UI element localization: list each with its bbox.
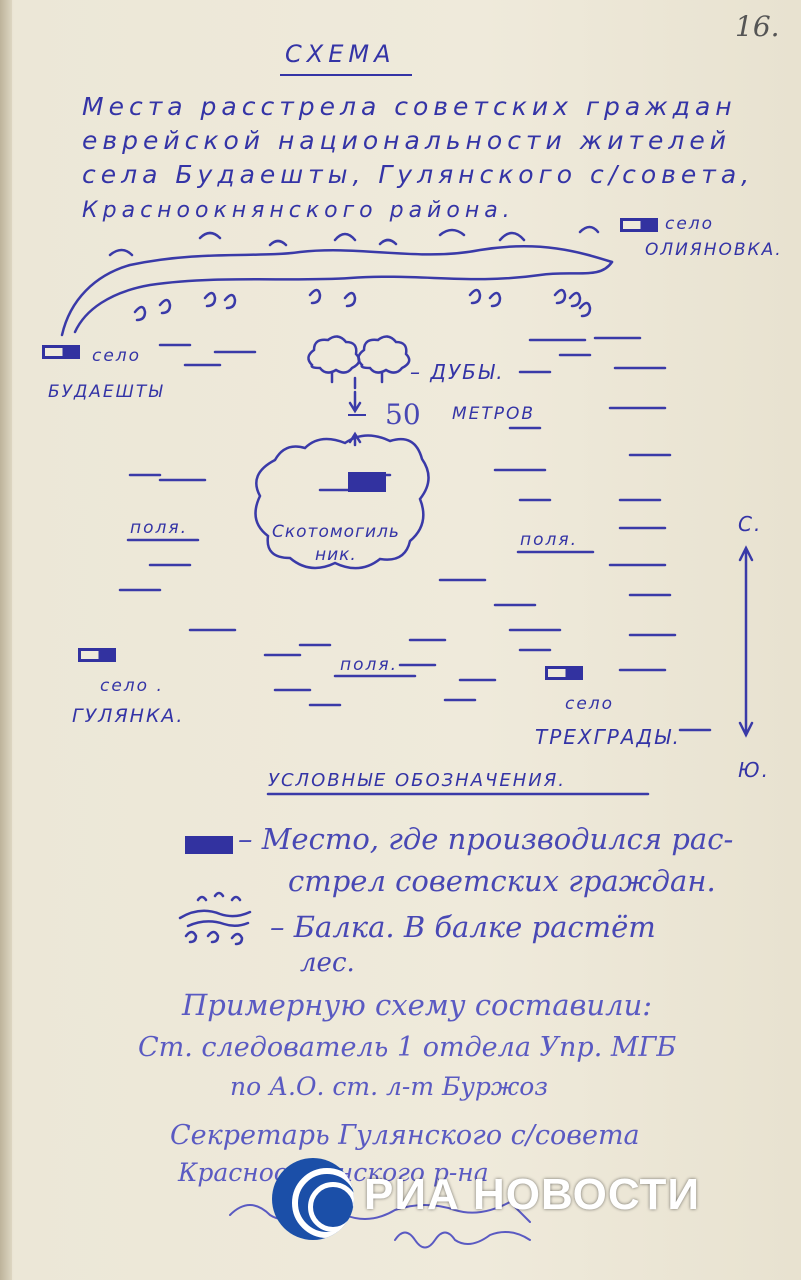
signature-line-4: Секретарь Гулянского с/совета [170,1120,640,1151]
legend-title: УСЛОВНЫЕ ОБОЗНАЧЕНИЯ. [268,770,566,791]
ravine-edge [60,245,614,337]
budaeshty-marker [42,345,80,359]
oaks-label: – ДУБЫ. [410,360,505,384]
trehgrady-name: ТРЕХГРАДЫ. [535,725,681,749]
field-left-label: поля. [130,518,189,538]
distance-value: 50 [385,398,421,431]
heading-line-4: Красноокнянского района. [82,198,515,223]
watermark-text: РИА НОВОСТИ [364,1170,701,1219]
legend-execution-marker [185,836,233,854]
trehgrady-marker [545,666,583,680]
signature-line-2: Ст. следователь 1 отдела Упр. МГБ [138,1032,677,1063]
cattle-burial-outline [254,434,430,570]
gulyanka-selo: село . [100,676,164,696]
signature-scribble-2 [394,1230,531,1249]
south-label: Ю. [738,758,770,782]
budaeshty-name: БУДАЕШТЫ [48,382,165,402]
gulyanka-marker [78,648,116,662]
heading-line-1: Места расстрела советских граждан [82,92,737,121]
binding-edge [0,0,12,1280]
budaeshty-selo: село [92,346,142,366]
distance-unit: МЕТРОВ [452,404,536,424]
legend-item-1-line-1: – Место, где производился рас- [238,822,734,856]
cattle-burial-line-2: ник. [315,545,357,565]
signature-line-1: Примерную схему составили: [182,988,653,1022]
heading-line-2: еврейской национальности жителей [82,126,732,155]
legend-item-1-line-2: стрел советских граждан. [288,864,716,898]
olianovka-marker [620,218,658,232]
title-underline [280,74,412,76]
gulyanka-name: ГУЛЯНКА. [72,705,185,727]
legend-item-2-line-1: – Балка. В балке растёт [270,910,656,944]
distance-dash [348,414,366,416]
page-number: 16. [735,10,780,43]
cattle-burial-line-1: Скотомогиль [272,522,400,542]
signature-line-3: по А.О. ст. л-т Буржоз [230,1072,548,1101]
legend-item-2-line-2: лес. [300,948,355,978]
execution-site-marker [348,472,386,492]
title: СХЕМА [285,40,396,68]
field-right-label: поля. [520,530,579,550]
north-label: С. [738,512,763,536]
heading-line-3: села Будаешты, Гулянского с/совета, [82,160,755,189]
ria-logo-icon [272,1158,354,1240]
olianovka-selo: село [665,214,715,234]
trehgrady-selo: село [565,694,615,714]
field-bottom-label: поля. [340,655,399,675]
olianovka-name: ОЛИЯНОВКА. [645,240,783,260]
